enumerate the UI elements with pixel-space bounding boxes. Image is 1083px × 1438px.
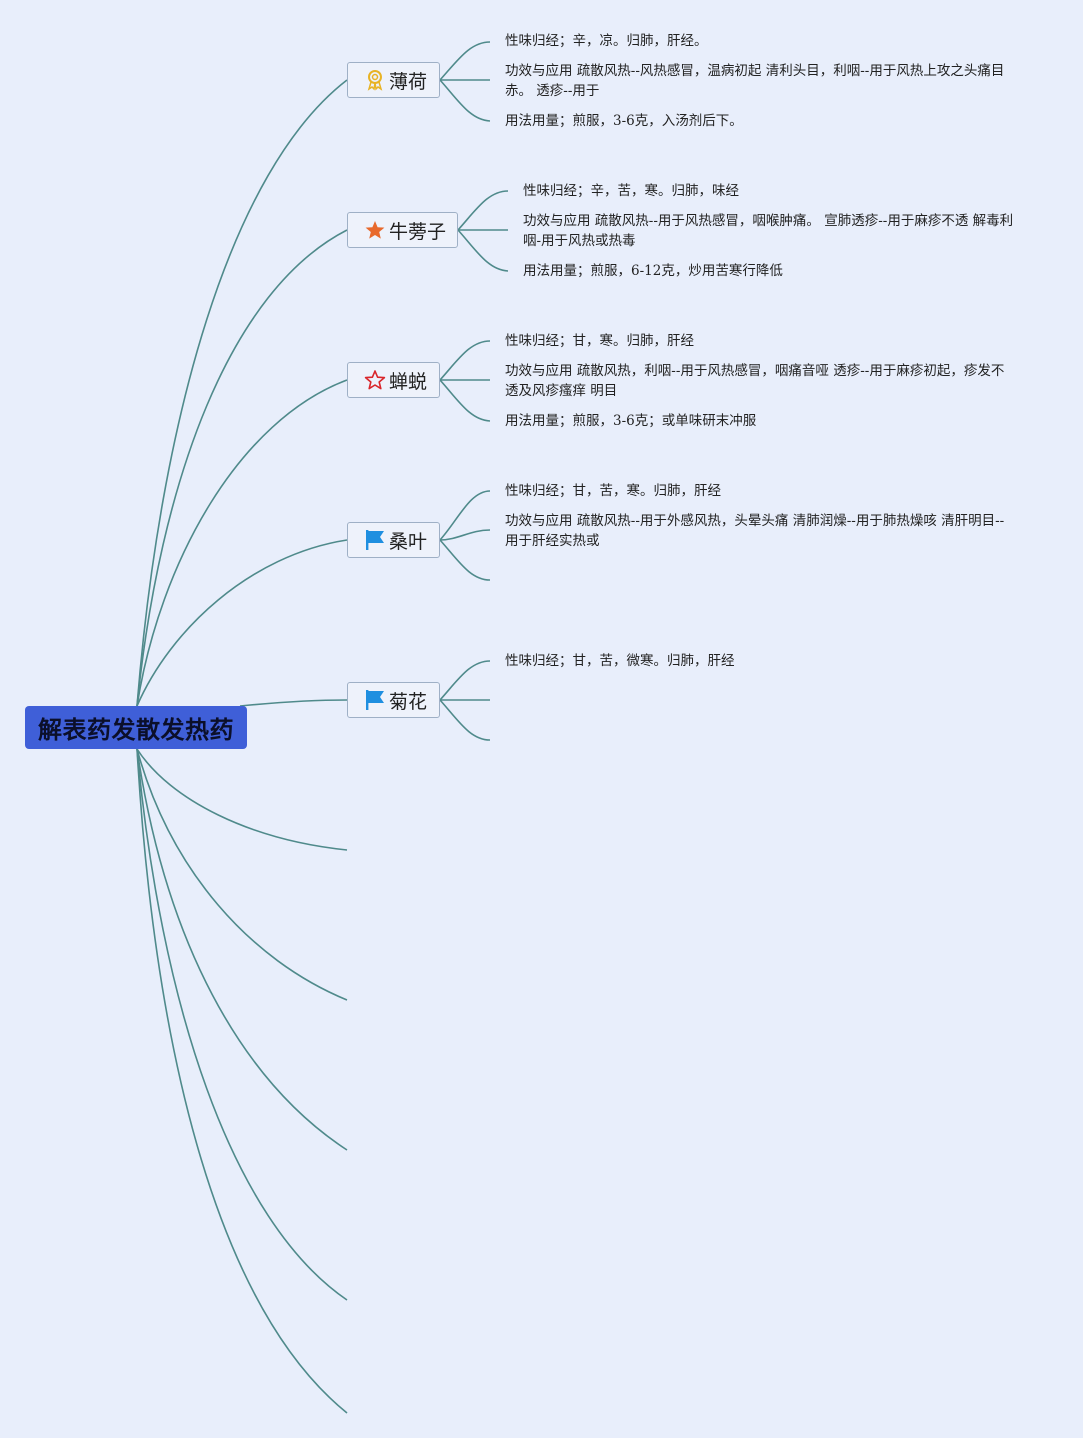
topic-bohe[interactable]: 薄荷 bbox=[347, 62, 440, 98]
detail-bohe-efficacy[interactable]: 功效与应用 疏散风热--风热感冒，温病初起 清利头目，利咽--用于风热上攻之头痛… bbox=[505, 63, 1005, 99]
topic-niubangzi[interactable]: 牛蒡子 bbox=[347, 212, 458, 248]
detail-niubangzi-dosage[interactable]: 用法用量；煎服，6-12克，炒用苦寒行降低 bbox=[523, 263, 783, 279]
connector-root-to-empty-2 bbox=[136, 748, 348, 1001]
connector-root-to-bohe bbox=[136, 79, 348, 707]
connector-root-to-empty-5 bbox=[136, 748, 348, 1414]
central-topic-label: 解表药发散发热药 bbox=[38, 716, 234, 744]
detail-chantui-efficacy[interactable]: 功效与应用 疏散风热，利咽--用于风热感冒，咽痛音哑 透疹--用于麻疹初起，疹发… bbox=[505, 363, 1005, 399]
connector-root-to-empty-1 bbox=[136, 748, 348, 851]
topic-label: 薄荷 bbox=[389, 70, 428, 93]
blue-flag-icon bbox=[364, 529, 386, 551]
blue-flag-icon bbox=[364, 689, 386, 711]
detail-sangye-nature[interactable]: 性味归经；甘，苦，寒。归肺，肝经 bbox=[505, 483, 721, 499]
connector-root-to-sangye bbox=[136, 539, 348, 707]
topic-juhua[interactable]: 菊花 bbox=[347, 682, 440, 718]
connector-root-to-chantui bbox=[136, 379, 348, 707]
detail-sangye-efficacy[interactable]: 功效与应用 疏散风热--用于外感风热，头晕头痛 清肺润燥--用于肺热燥咳 清肝明… bbox=[505, 513, 1005, 549]
topic-label: 蝉蜕 bbox=[389, 370, 428, 393]
detail-niubangzi-efficacy[interactable]: 功效与应用 疏散风热--用于风热感冒，咽喉肿痛。 宣肺透疹--用于麻疹不透 解毒… bbox=[523, 213, 1014, 249]
topic-label: 牛蒡子 bbox=[389, 220, 447, 243]
award-ribbon-icon bbox=[364, 69, 386, 91]
connector-root-to-empty-3 bbox=[136, 748, 348, 1151]
topic-sangye[interactable]: 桑叶 bbox=[347, 522, 440, 558]
central-topic[interactable]: 解表药发散发热药 bbox=[25, 706, 247, 749]
detail-chantui-dosage[interactable]: 用法用量；煎服，3-6克；或单味研末冲服 bbox=[505, 413, 757, 429]
detail-bohe-nature[interactable]: 性味归经；辛，凉。归肺，肝经。 bbox=[505, 33, 708, 49]
detail-chantui-nature[interactable]: 性味归经；甘，寒。归肺，肝经 bbox=[505, 333, 694, 349]
detail-niubangzi-nature[interactable]: 性味归经；辛，苦，寒。归肺，味经 bbox=[523, 183, 739, 199]
connector-root-to-juhua bbox=[239, 699, 348, 707]
topic-label: 桑叶 bbox=[389, 530, 428, 553]
connector-root-to-niubangzi bbox=[136, 229, 348, 707]
detail-bohe-dosage[interactable]: 用法用量；煎服，3-6克，入汤剂后下。 bbox=[505, 113, 743, 129]
detail-juhua-nature[interactable]: 性味归经；甘，苦，微寒。归肺，肝经 bbox=[505, 653, 735, 669]
connector-root-to-empty-4 bbox=[136, 748, 348, 1301]
star-filled-icon bbox=[364, 219, 386, 241]
topic-chantui[interactable]: 蝉蜕 bbox=[347, 362, 440, 398]
topic-label: 菊花 bbox=[389, 690, 428, 713]
star-outline-icon bbox=[364, 369, 386, 391]
